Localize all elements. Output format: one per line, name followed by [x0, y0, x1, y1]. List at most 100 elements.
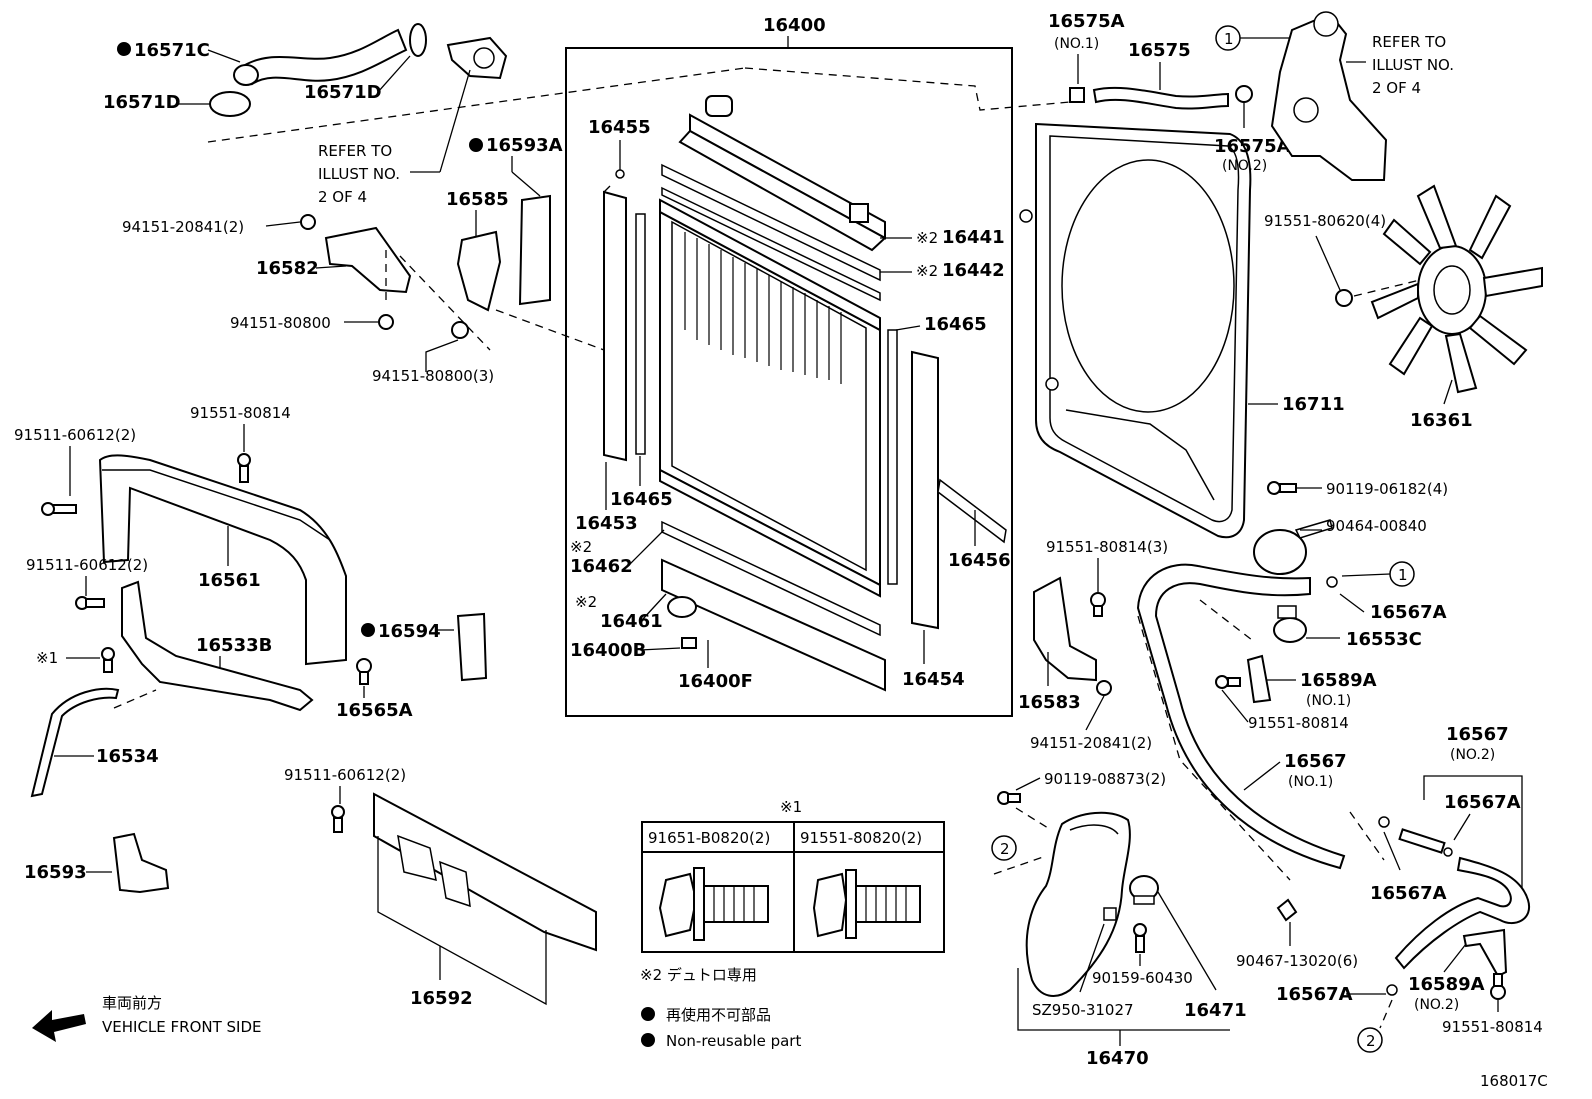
- hose-clamp-16571D-left: [209, 91, 251, 117]
- bolt-91511-60612-c: [331, 805, 345, 833]
- label-90159-60430[interactable]: 90159-60430: [1092, 969, 1193, 987]
- label-no1-a[interactable]: (NO.1): [1054, 36, 1099, 52]
- label-16592[interactable]: 16592: [410, 988, 473, 1009]
- upper-hose-16571C: [233, 28, 408, 86]
- label-90119-06182[interactable]: 90119-06182(4): [1326, 480, 1448, 498]
- label-16462[interactable]: 16462: [570, 556, 633, 577]
- seal-16465-right: [887, 329, 898, 585]
- label-16400[interactable]: 16400: [763, 15, 826, 36]
- label-16575A-no2[interactable]: 16575A: [1214, 136, 1291, 157]
- legend-note-mark2: ※2 デュトロ専用: [640, 966, 757, 984]
- label-91511-60612-c[interactable]: 91511-60612(2): [284, 766, 406, 784]
- non-reusable-dot-16594: [361, 623, 375, 637]
- label-90467-13020[interactable]: 90467-13020(6): [1236, 952, 1358, 970]
- label-16453[interactable]: 16453: [575, 513, 638, 534]
- label-16571D-right[interactable]: 16571D: [304, 82, 382, 103]
- seal-16594: [456, 612, 488, 682]
- hose-16567-no2: [1394, 856, 1531, 970]
- clip-16567A-mid: [1378, 816, 1390, 828]
- label-16533B[interactable]: 16533B: [196, 635, 272, 656]
- label-16593A[interactable]: 16593A: [486, 135, 563, 156]
- label-90119-08873[interactable]: 90119-08873(2): [1044, 770, 1166, 788]
- label-91511-60612-a[interactable]: 91511-60612(2): [14, 426, 136, 444]
- label-16553C[interactable]: 16553C: [1346, 629, 1422, 650]
- label-94151-20841-mid[interactable]: 94151-20841(2): [1030, 734, 1152, 752]
- label-no2-b[interactable]: (NO.2): [1450, 747, 1495, 763]
- svg-text:※1: ※1: [36, 649, 58, 667]
- reserve-tank-16470: [1025, 811, 1131, 997]
- label-91551-80620[interactable]: 91551-80620(4): [1264, 212, 1386, 230]
- label-no2-a[interactable]: (NO.2): [1222, 158, 1267, 174]
- label-16593[interactable]: 16593: [24, 862, 87, 883]
- label-SZ950-31027[interactable]: SZ950-31027: [1032, 1001, 1134, 1019]
- vehicle-front-arrow-icon: [32, 1010, 86, 1042]
- label-16585[interactable]: 16585: [446, 189, 509, 210]
- label-16589A-no1[interactable]: 16589A: [1300, 670, 1377, 691]
- label-94151-80800[interactable]: 94151-80800: [230, 314, 331, 332]
- illustration-number: 168017C: [1480, 1072, 1548, 1090]
- label-16400B[interactable]: 16400B: [570, 640, 646, 661]
- bracket-16583: [1033, 576, 1097, 682]
- clip-90467-13020: [1276, 898, 1298, 922]
- label-16575[interactable]: 16575: [1128, 40, 1191, 61]
- bolt-table-col2[interactable]: 91551-80820(2): [800, 829, 922, 847]
- label-16567A-bottom[interactable]: 16567A: [1276, 984, 1353, 1005]
- label-16567A-top[interactable]: 16567A: [1370, 602, 1447, 623]
- pipe-16567-no2: [1398, 828, 1446, 854]
- label-94151-20841-left[interactable]: 94151-20841(2): [122, 218, 244, 236]
- label-16561[interactable]: 16561: [198, 570, 261, 591]
- label-16575A-no1[interactable]: 16575A: [1048, 11, 1125, 32]
- non-reusable-dot-16571C: [117, 42, 131, 56]
- label-16470[interactable]: 16470: [1086, 1048, 1149, 1069]
- label-16567-no1[interactable]: 16567: [1284, 751, 1347, 772]
- label-16589A-no2[interactable]: 16589A: [1408, 974, 1485, 995]
- hose-16567-no1: [1136, 563, 1346, 870]
- bolt-table-col1[interactable]: 91651-B0820(2): [648, 829, 770, 847]
- label-16471[interactable]: 16471: [1184, 1000, 1247, 1021]
- svg-text:2 OF 4: 2 OF 4: [1372, 79, 1421, 97]
- label-91511-60612-b[interactable]: 91511-60612(2): [26, 556, 148, 574]
- label-16442[interactable]: 16442: [942, 260, 1005, 281]
- label-no1-c[interactable]: (NO.1): [1288, 774, 1333, 790]
- nut-91551-80620: [1335, 289, 1353, 307]
- label-16582[interactable]: 16582: [256, 258, 319, 279]
- label-16534[interactable]: 16534: [96, 746, 159, 767]
- bolt-91551-80814-left: [237, 453, 251, 483]
- radiator-core: [659, 198, 881, 598]
- label-16567-no2[interactable]: 16567: [1446, 724, 1509, 745]
- label-91551-80814-3[interactable]: 91551-80814(3): [1046, 538, 1168, 556]
- label-16400F[interactable]: 16400F: [678, 671, 753, 692]
- label-no1-b[interactable]: (NO.1): [1306, 693, 1351, 709]
- label-16711[interactable]: 16711: [1282, 394, 1345, 415]
- ref-circle-2-right: [1357, 1027, 1383, 1053]
- svg-text:※2: ※2: [916, 229, 938, 247]
- screw-90159-60430: [1133, 923, 1147, 953]
- label-16456[interactable]: 16456: [948, 550, 1011, 571]
- label-90464-00840[interactable]: 90464-00840: [1326, 517, 1427, 535]
- label-16361[interactable]: 16361: [1410, 410, 1473, 431]
- svg-text:REFER TO: REFER TO: [318, 142, 392, 160]
- label-16565A[interactable]: 16565A: [336, 700, 413, 721]
- label-16567A-mid[interactable]: 16567A: [1370, 883, 1447, 904]
- label-16461[interactable]: 16461: [600, 611, 663, 632]
- legend-dot-en: [641, 1033, 655, 1047]
- label-91551-80814-mid[interactable]: 91551-80814: [1248, 714, 1349, 732]
- label-91551-80814-left[interactable]: 91551-80814: [190, 404, 291, 422]
- label-16441[interactable]: 16441: [942, 227, 1005, 248]
- baffle-16592: [373, 792, 597, 952]
- label-16465-left[interactable]: 16465: [610, 489, 673, 510]
- label-16455[interactable]: 16455: [588, 117, 651, 138]
- label-no2-c[interactable]: (NO.2): [1414, 997, 1459, 1013]
- label-94151-80800-3[interactable]: 94151-80800(3): [372, 367, 494, 385]
- bolt-90119-08873: [997, 791, 1021, 805]
- label-91551-80814-bottom[interactable]: 91551-80814: [1442, 1018, 1543, 1036]
- label-16567A-right[interactable]: 16567A: [1444, 792, 1521, 813]
- label-16594[interactable]: 16594: [378, 621, 441, 642]
- label-16583[interactable]: 16583: [1018, 692, 1081, 713]
- label-16454[interactable]: 16454: [902, 669, 965, 690]
- label-16571D-left[interactable]: 16571D: [103, 92, 181, 113]
- label-16571C[interactable]: 16571C: [134, 40, 210, 61]
- cooling-fan-16361: [1370, 184, 1543, 394]
- label-16465-top[interactable]: 16465: [924, 314, 987, 335]
